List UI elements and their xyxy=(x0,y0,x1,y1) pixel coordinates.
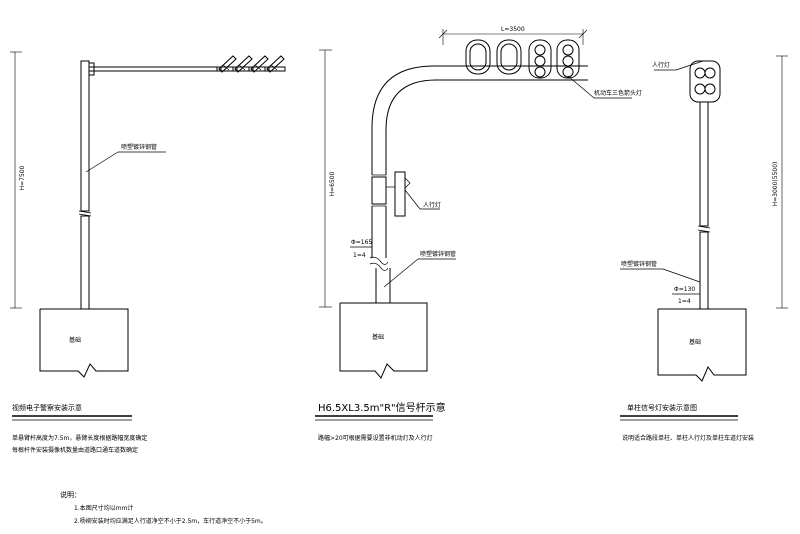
figure-3-single-column-signal: 人行灯 H=3000(5500) 喷塑镀锌钢管 Φ=130 1=4 基础 单柱 xyxy=(620,55,788,442)
fig2-ratio-bottom: 1=4 xyxy=(353,252,366,259)
fig1-height-dimension xyxy=(10,51,22,309)
fig2-title: H6.5XL3.5m"R"信号杆示意 xyxy=(318,401,446,414)
fig2-traffic-light-icon xyxy=(465,39,580,79)
notes-item-1: 1.本图尺寸均以mm计 xyxy=(74,504,133,512)
fig1-pole xyxy=(78,60,92,310)
fig1-pipe-leader xyxy=(85,151,119,173)
fig3-ratio-top: Φ=130 xyxy=(674,286,695,293)
fig2-foundation xyxy=(339,302,428,379)
fig3-pole xyxy=(697,101,711,310)
fig1-pipe-label: 喷塑镀锌钢管 xyxy=(121,143,157,151)
fig2-span-dimension xyxy=(438,29,588,45)
fig2-span-label: L=3500 xyxy=(501,26,525,33)
fig2-pipe-leader xyxy=(383,258,419,288)
notes-heading: 说明： xyxy=(60,490,81,499)
fig2-pipe-label: 喷塑镀锌钢管 xyxy=(420,250,456,258)
fig2-note: 路幅>20可根据需要设置非机动灯及人行灯 xyxy=(318,434,433,442)
fig2-curved-pole xyxy=(369,65,588,303)
fig1-cantilever-arm xyxy=(88,62,286,76)
fig2-foundation-label: 基础 xyxy=(372,333,384,341)
fig3-pipe-label: 喷塑镀锌钢管 xyxy=(621,260,657,268)
fig1-foundation-label: 基础 xyxy=(69,336,81,344)
general-notes: 说明： 1.本图尺寸均以mm计 2.杨柳安装时均应满足人行道净空不小于2.5m，… xyxy=(60,490,267,525)
fig1-height-label: H=7500 xyxy=(19,165,26,190)
fig3-title: 单柱信号灯安装示意图 xyxy=(627,403,697,412)
fig1-title: 视频电子警察安装示意 xyxy=(12,403,82,412)
fig2-lamp-label: 机动车三色箭头灯 xyxy=(594,89,642,97)
fig3-foundation-label: 基础 xyxy=(689,338,701,346)
fig1-note-line2: 每根杆件安装摄像机数量由道路口通车道数确定 xyxy=(12,446,138,454)
fig2-ped-label: 人行灯 xyxy=(423,201,441,209)
fig3-ratio-bottom: 1=4 xyxy=(678,298,691,305)
fig3-pedestrian-lamp-icon xyxy=(689,60,721,103)
fig2-height-label: H=6500 xyxy=(329,171,336,196)
figure-2-r-signal-pole: L=3500 H=6500 人 xyxy=(315,26,642,442)
fig1-note-line1: 单悬臂杆高度为7.5m，悬臂长度根据路幅宽度确定 xyxy=(12,434,147,442)
figure-1-camera-pole: H=7500 喷塑镀锌钢管 基础 视频电子警察安装示意 xyxy=(10,51,286,454)
fig2-height-dimension xyxy=(319,49,332,308)
fig3-height-label: H=3000(5500) xyxy=(772,162,779,207)
fig2-pedestrian-lamp-icon xyxy=(386,171,411,217)
fig3-height-dimension xyxy=(776,55,788,309)
fig1-camera-icon xyxy=(216,55,285,73)
fig2-ratio-top: Φ=165 xyxy=(351,239,372,246)
fig3-note: 说明适合路段单柱、单柱人行灯及单柱车道灯安装 xyxy=(622,434,754,442)
fig1-foundation xyxy=(39,308,129,378)
fig3-lamp-label: 人行灯 xyxy=(652,61,670,69)
fig3-foundation xyxy=(657,308,747,382)
notes-item-2: 2.杨柳安装时均应满足人行道净空不小于2.5m，车行道净空不小于5m。 xyxy=(74,517,267,525)
fig3-pipe-leader xyxy=(662,268,701,283)
